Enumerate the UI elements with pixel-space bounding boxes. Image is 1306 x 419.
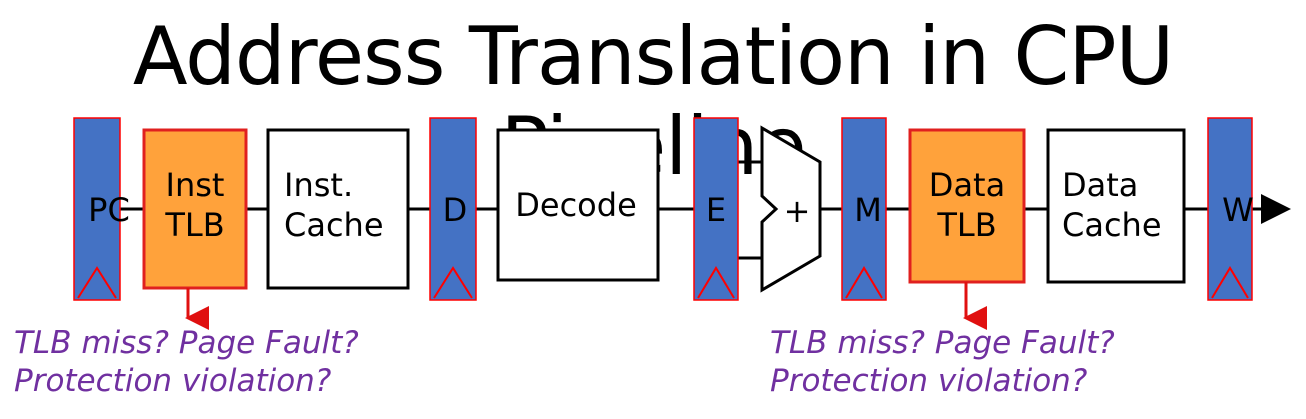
- pipeline-wires: [120, 160, 1291, 260]
- register-d: D: [429, 117, 477, 301]
- alu-block: +: [760, 125, 822, 293]
- register-w: W: [1207, 117, 1254, 301]
- data-tlb-line-2: TLB: [936, 206, 996, 244]
- register-d-label: D: [443, 191, 468, 229]
- register-pc-label: PC: [88, 191, 130, 229]
- decode-block: Decode: [496, 128, 660, 282]
- inst-tlb-line-1: Inst: [166, 166, 225, 204]
- inst-cache-line-1: Inst.: [284, 166, 353, 204]
- inst-tlb-exception-note: TLB miss? Page Fault? Protection violati…: [14, 324, 359, 400]
- register-m: M: [841, 117, 887, 301]
- data-cache-line-2: Cache: [1062, 206, 1162, 244]
- inst-cache-block: Inst. Cache: [266, 128, 410, 290]
- inst-note-line-1: TLB miss? Page Fault?: [14, 325, 359, 361]
- data-note-line-1: TLB miss? Page Fault?: [770, 325, 1115, 361]
- decode-label: Decode: [515, 186, 637, 224]
- inst-cache-line-2: Cache: [284, 206, 384, 244]
- register-pc: PC: [73, 117, 130, 301]
- data-tlb-exception-note: TLB miss? Page Fault? Protection violati…: [770, 324, 1115, 400]
- inst-tlb-line-2: TLB: [164, 206, 224, 244]
- data-cache-line-1: Data: [1062, 166, 1138, 204]
- data-tlb-line-1: Data: [929, 166, 1005, 204]
- register-m-label: M: [854, 191, 882, 229]
- data-note-line-2: Protection violation?: [770, 363, 1088, 399]
- data-tlb-block: Data TLB: [908, 128, 1026, 284]
- inst-note-line-2: Protection violation?: [14, 363, 332, 399]
- alu-plus-label: +: [784, 192, 811, 230]
- data-cache-block: Data Cache: [1046, 128, 1186, 284]
- register-w-label: W: [1222, 191, 1254, 229]
- inst-tlb-block: Inst TLB: [142, 128, 248, 290]
- register-e-label: E: [706, 191, 726, 229]
- register-e: E: [693, 117, 739, 301]
